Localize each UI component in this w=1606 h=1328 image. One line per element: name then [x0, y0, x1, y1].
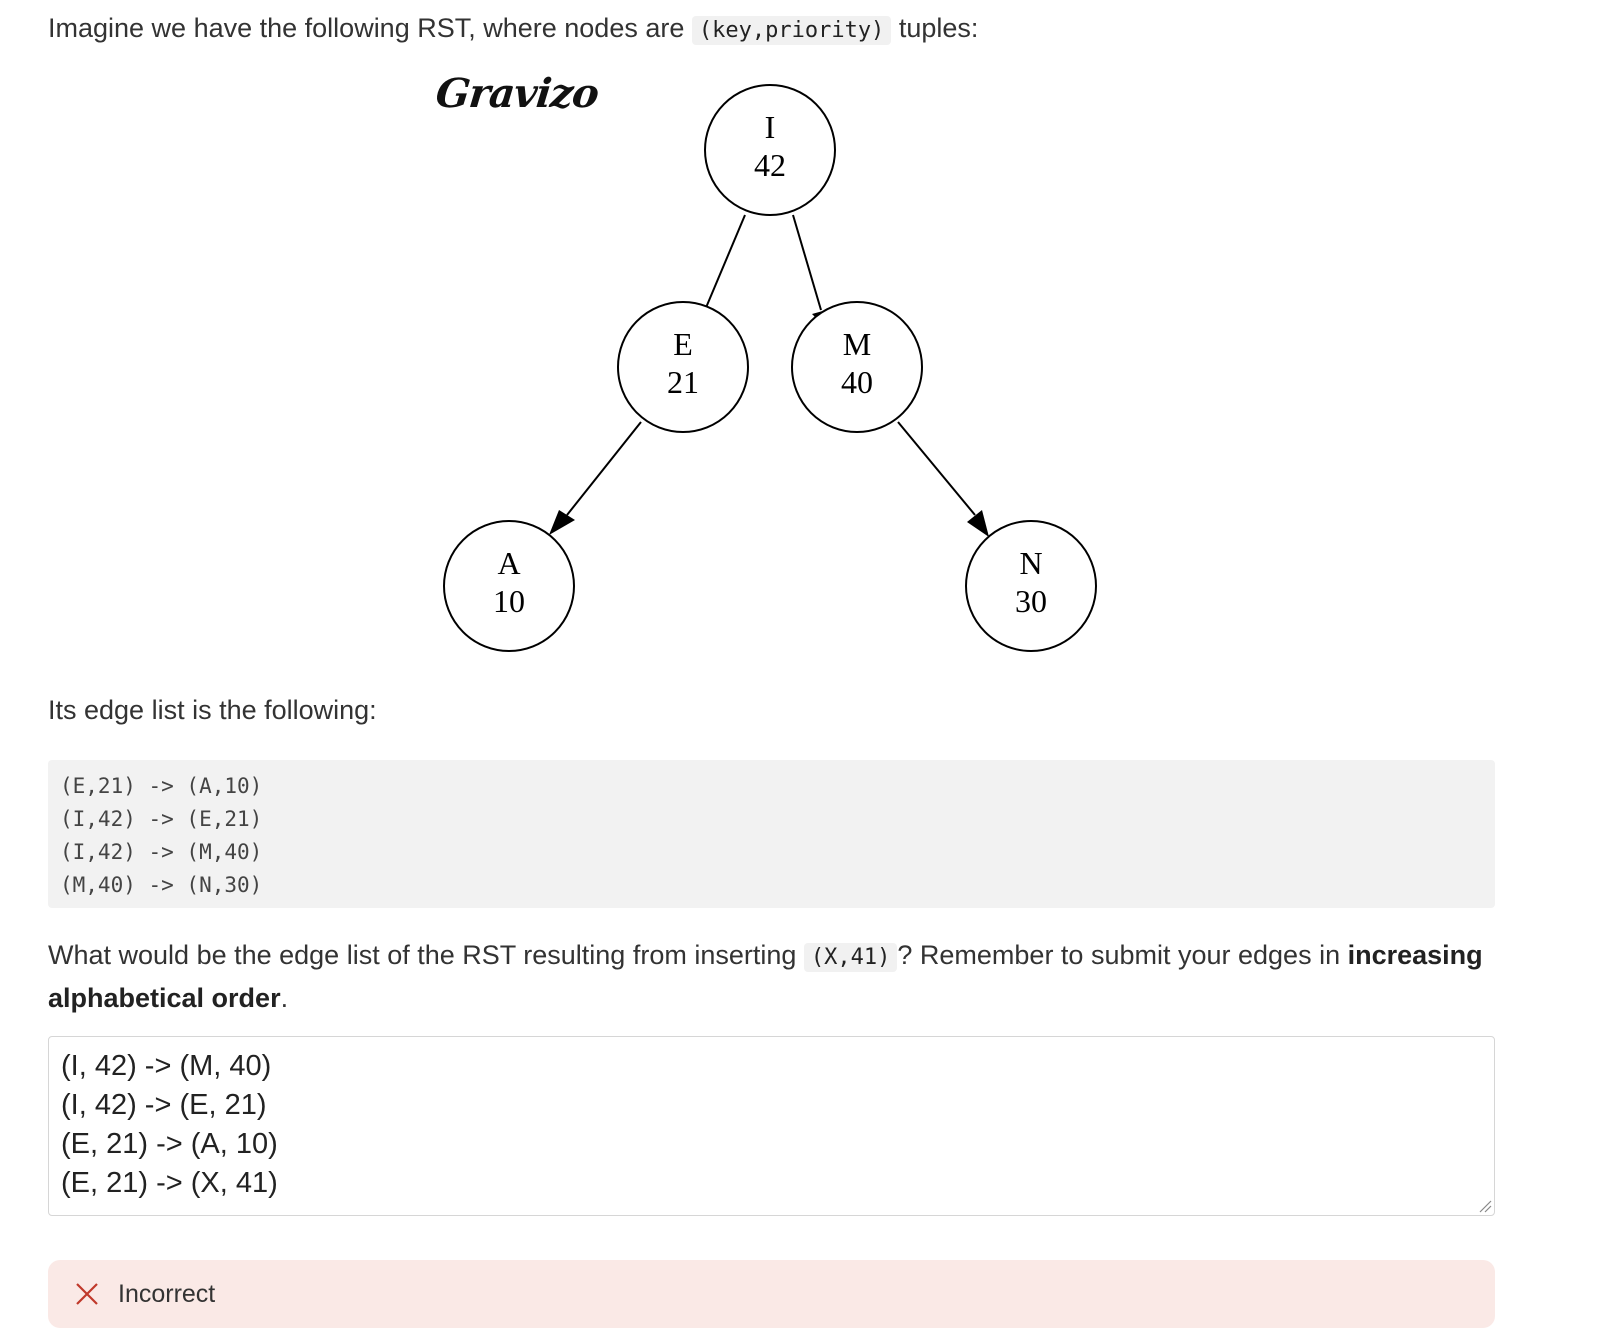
resize-handle-icon[interactable] — [1478, 1199, 1492, 1213]
node-i: I 42 — [704, 84, 836, 216]
feedback-banner: Incorrect — [48, 1260, 1495, 1328]
intro-text: Imagine we have the following RST, where… — [48, 8, 978, 51]
feedback-status: Incorrect — [118, 1279, 216, 1308]
answer-line: (I, 42) -> (E, 21) — [61, 1089, 267, 1121]
node-n-key: N — [1019, 545, 1042, 581]
answer-line: (E, 21) -> (A, 10) — [61, 1128, 278, 1160]
node-i-priority: 42 — [754, 147, 786, 183]
node-m: M 40 — [791, 301, 923, 433]
node-e: E 21 — [617, 301, 749, 433]
edge-list-line: (I,42) -> (E,21) — [60, 807, 263, 831]
node-i-key: I — [765, 109, 776, 145]
edge-list-line: (I,42) -> (M,40) — [60, 840, 263, 864]
edge-list-intro: Its edge list is the following: — [48, 695, 377, 725]
question-bold: increasing alphabetical order — [48, 940, 1483, 1013]
rst-graph: I 42 E 21 M 40 A 10 N 30 — [0, 60, 1606, 670]
node-m-priority: 40 — [841, 364, 873, 400]
key-priority-code: (key,priority) — [691, 16, 892, 45]
edge-m-n — [897, 421, 989, 537]
answer-line: (E, 21) -> (X, 41) — [61, 1167, 278, 1199]
answer-textarea[interactable]: (I, 42) -> (M, 40) (I, 42) -> (E, 21) (E… — [48, 1036, 1495, 1216]
intro-before: Imagine we have the following RST, where… — [48, 13, 692, 43]
x-icon — [76, 1283, 98, 1305]
answer-line: (I, 42) -> (M, 40) — [61, 1050, 272, 1082]
question-after: . — [280, 983, 289, 1013]
edge-list-code-block: (E,21) -> (A,10) (I,42) -> (E,21) (I,42)… — [48, 760, 1495, 908]
node-a-key: A — [497, 545, 520, 581]
node-n: N 30 — [965, 520, 1097, 652]
edge-list-line: (E,21) -> (A,10) — [60, 774, 263, 798]
node-m-key: M — [843, 326, 871, 362]
node-e-priority: 21 — [667, 364, 699, 400]
node-a: A 10 — [443, 520, 575, 652]
edge-e-a — [549, 421, 642, 535]
question-text: What would be the edge list of the RST r… — [48, 935, 1488, 1018]
question-middle: ? Remember to submit your edges in — [897, 940, 1348, 970]
node-e-key: E — [673, 326, 693, 362]
node-n-priority: 30 — [1015, 583, 1047, 619]
question-before: What would be the edge list of the RST r… — [48, 940, 804, 970]
intro-after: tuples: — [891, 13, 979, 43]
node-a-priority: 10 — [493, 583, 525, 619]
edge-list-line: (M,40) -> (N,30) — [60, 873, 263, 897]
insert-node-code: (X,41) — [803, 943, 898, 972]
